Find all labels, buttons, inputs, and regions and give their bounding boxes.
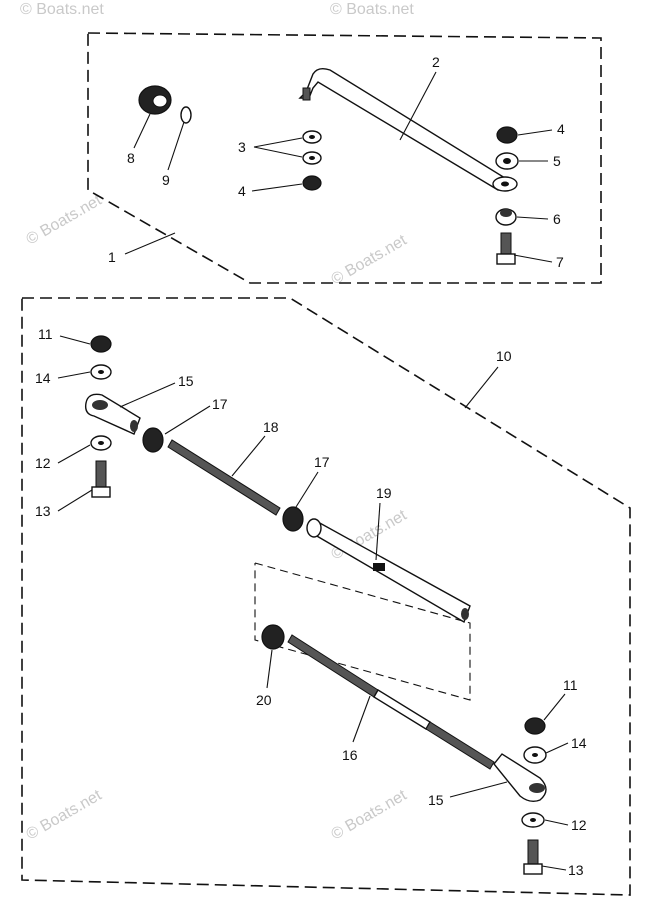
callout-1: 1 [108,249,116,265]
part-11-nut [524,717,546,735]
part-14-washer [523,746,547,764]
callout-15: 15 [178,373,194,389]
callout-12: 12 [571,817,587,833]
part-7-bolt [496,232,516,265]
callout-3: 3 [238,139,246,155]
part-11-nut [90,335,112,353]
part-6-collar [495,208,517,226]
part-17-nut [282,506,304,532]
callout-13: 13 [35,503,51,519]
watermark: © Boats.net [330,1,414,18]
part-2-link-rod [298,67,518,192]
callout-14: 14 [35,370,51,386]
part-4-nut [302,175,322,191]
part-14-washer [90,364,112,380]
callout-2: 2 [432,54,440,70]
watermark: © Boats.net [20,1,104,18]
part-18-threaded-rod [167,439,281,516]
part-15-rod-end [493,753,547,803]
part-16-long-rod [287,634,495,770]
callout-14: 14 [571,735,587,751]
part-15-rod-end [84,393,141,435]
watermarks: © Boats.net © Boats.net © Boats.net © Bo… [20,1,414,843]
part-12-washer [90,435,112,451]
callout-12: 12 [35,455,51,471]
callout-11: 11 [38,326,53,342]
part-13-bolt [523,839,543,875]
subassembly-guide [254,562,471,701]
part-12-washer [521,812,545,828]
part-9-o-ring [180,106,192,124]
callout-5: 5 [553,153,561,169]
part-19-sleeve [306,518,471,624]
callout-4: 4 [557,121,565,137]
callouts: 2 3 4 4 5 6 7 8 9 1 10 11 14 15 17 12 13… [35,54,587,878]
callout-6: 6 [553,211,561,227]
callout-20: 20 [256,692,272,708]
callout-17: 17 [314,454,330,470]
lower-group-outline [21,297,631,896]
callout-13: 13 [568,862,584,878]
callout-10: 10 [496,348,512,364]
part-17-nut [142,427,164,453]
callout-7: 7 [556,254,564,270]
callout-19: 19 [376,485,392,501]
upper-group-outline [87,32,602,284]
watermark: © Boats.net [329,232,411,289]
part-8-bushing [138,85,172,115]
part-4-nut [496,126,518,144]
callout-16: 16 [342,747,358,763]
callout-18: 18 [263,419,279,435]
leader-lines [57,71,569,871]
callout-15: 15 [428,792,444,808]
part-13-bolt [91,460,111,498]
watermark: © Boats.net [329,787,411,844]
part-20-nut [261,624,285,650]
watermark: © Boats.net [24,787,106,844]
callout-8: 8 [127,150,135,166]
callout-4: 4 [238,183,246,199]
part-5-washer [495,152,519,170]
callout-11: 11 [563,677,578,693]
callout-17: 17 [212,396,228,412]
watermark: © Boats.net [24,192,106,249]
callout-9: 9 [162,172,170,188]
part-3-washers [302,130,322,165]
